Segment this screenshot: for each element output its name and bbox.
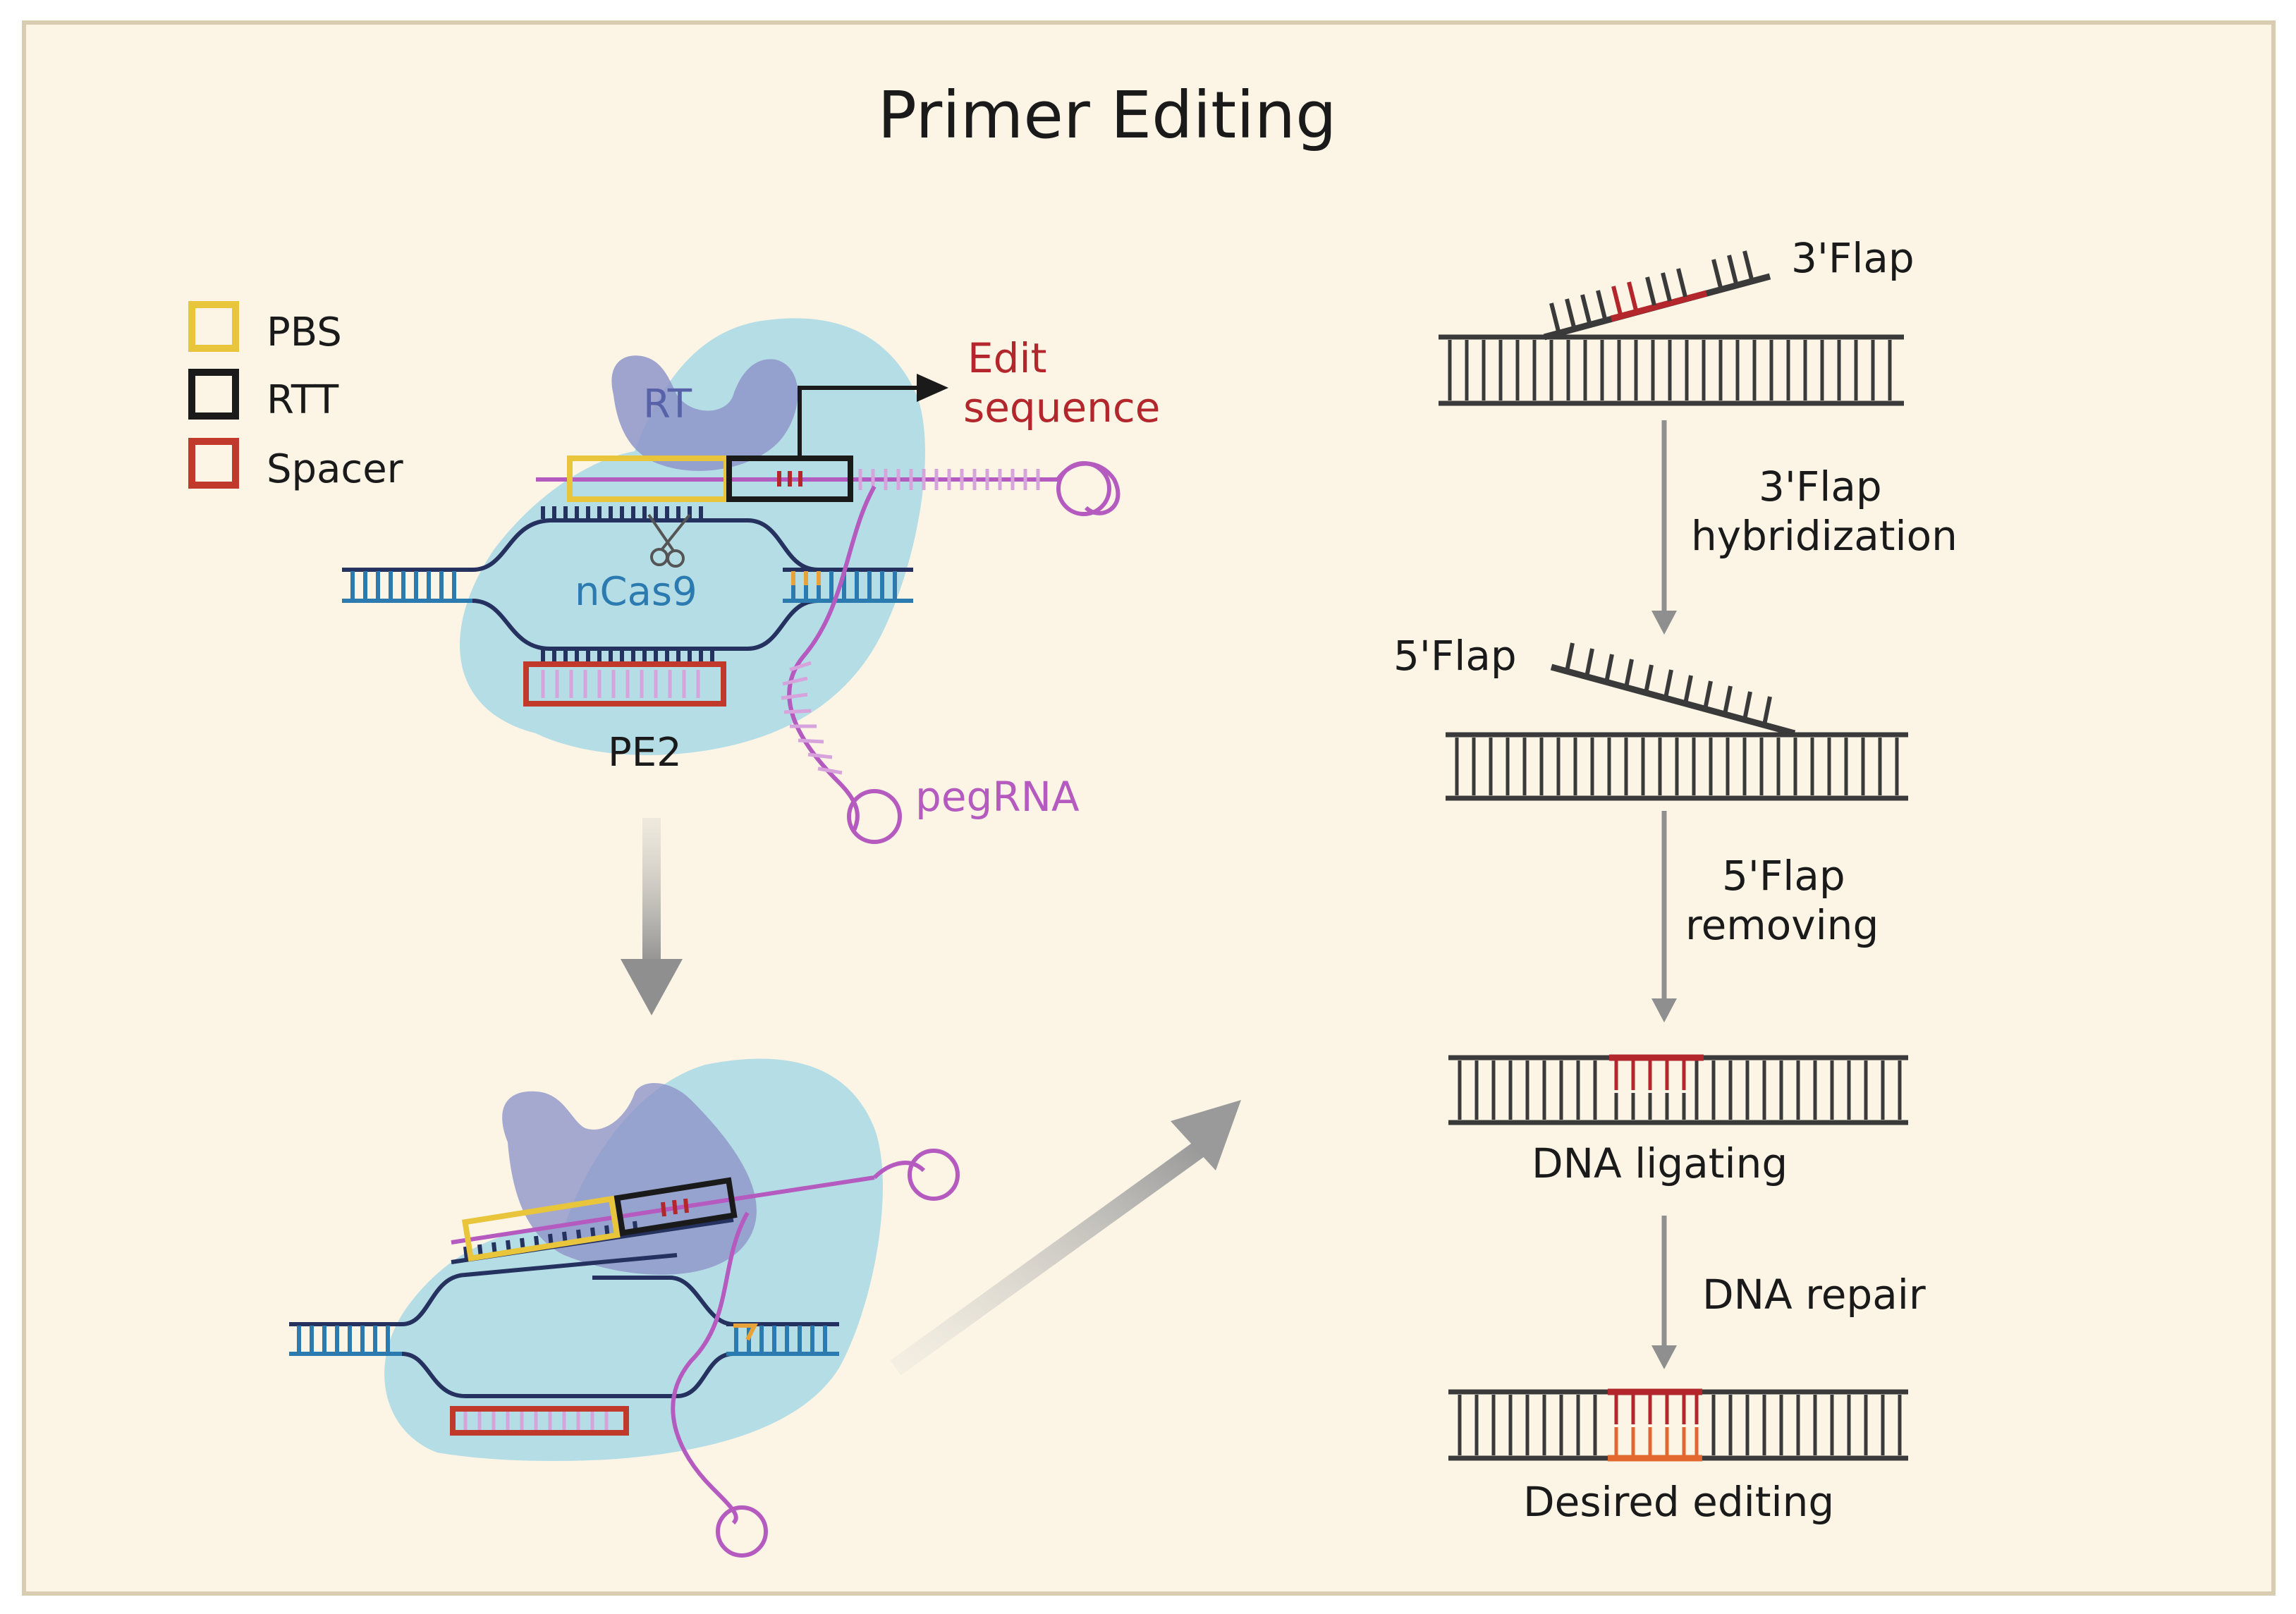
spacer-ticks xyxy=(541,670,700,698)
edit-ticks-2 xyxy=(661,1198,689,1217)
edit-ticks-top xyxy=(777,471,802,487)
dna-right-duplex xyxy=(783,568,913,603)
edit-sequence-label-line2: sequence xyxy=(963,384,1161,432)
pegrna-label: pegRNA xyxy=(915,773,1080,821)
dna-bubble xyxy=(472,518,819,651)
rt-label: RT xyxy=(643,381,692,427)
step-ligating: DNA ligating xyxy=(1448,1054,1908,1187)
flap5-label: 5'Flap xyxy=(1393,632,1517,680)
diagram-title: Primer Editing xyxy=(878,78,1337,153)
ncas9-shape xyxy=(460,318,925,755)
rtt-box-2 xyxy=(613,1177,738,1237)
legend-swatch-rtt xyxy=(188,369,239,420)
edit-pointer-arrowhead xyxy=(917,374,948,402)
pegrna-tail xyxy=(787,485,877,833)
plain-ticks-ligating xyxy=(1614,1093,1686,1120)
flap3-label: 3'Flap xyxy=(1791,234,1915,282)
pegrna-tail-ticks xyxy=(781,661,843,775)
rtt-box xyxy=(726,456,853,502)
step-arrow-1 xyxy=(1651,420,1677,635)
step-desired: Desired editing xyxy=(1448,1388,1908,1526)
pegrna-hairpin-ticks xyxy=(858,469,1040,490)
pegrna-loop-right xyxy=(1056,461,1111,516)
pbs-box-2 xyxy=(461,1195,621,1262)
ligating-label: DNA ligating xyxy=(1532,1139,1788,1187)
big-down-arrow xyxy=(621,818,683,1015)
dna-left-duplex-2 xyxy=(289,1322,402,1356)
edit-ticks-ligating xyxy=(1614,1060,1686,1090)
legend-label-spacer: Spacer xyxy=(267,446,404,492)
pe2-complex: RT xyxy=(342,318,1161,844)
edit-ticks-desired-bottom xyxy=(1614,1427,1699,1455)
dna-right-duplex-2 xyxy=(726,1322,839,1356)
panel-background xyxy=(22,20,2276,1596)
step-5flap: 5'Flap xyxy=(1393,632,1908,801)
spacer-ticks-2 xyxy=(463,1412,609,1430)
legend-swatch-spacer xyxy=(188,438,239,489)
legend: PBS RTT Spacer xyxy=(188,301,404,492)
hyb-label-line1: 3'Flap xyxy=(1759,463,1882,511)
ncas9-label: nCas9 xyxy=(575,569,697,615)
step-arrow-3 xyxy=(1651,1216,1677,1369)
pe2-complex-extended xyxy=(289,1058,960,1558)
duplex-2 xyxy=(1446,732,1908,801)
legend-label-rtt: RTT xyxy=(267,377,339,423)
legend-label-pbs: PBS xyxy=(267,310,342,355)
pegrna-loop-bottom xyxy=(847,789,902,844)
dna-bubble-2 xyxy=(401,1253,734,1398)
legend-swatch-pbs xyxy=(188,301,239,352)
pegrna-loop-bottom-2 xyxy=(716,1505,768,1558)
edit-ticks-desired-top xyxy=(1614,1395,1699,1424)
edit-sequence-label-line1: Edit xyxy=(967,334,1046,382)
hyb-label-line2: hybridization xyxy=(1691,512,1958,560)
duplex-1 xyxy=(1439,334,1904,406)
spacer-box xyxy=(523,661,726,707)
dna-left-duplex xyxy=(342,568,472,603)
remove-label-line2: removing xyxy=(1685,901,1879,949)
flap-3prime xyxy=(1543,250,1771,341)
pegrna-loop-right-2 xyxy=(908,1149,960,1201)
flap-5prime xyxy=(1550,642,1796,737)
remove-label-line1: 5'Flap xyxy=(1722,852,1845,900)
diagonal-arrow xyxy=(890,1100,1241,1376)
top-strand-ticks xyxy=(541,506,703,519)
desired-label: Desired editing xyxy=(1523,1478,1834,1526)
bottom-strand-ticks xyxy=(541,650,714,663)
step-3flap: 3'Flap xyxy=(1439,234,1915,406)
scissors-icon xyxy=(647,513,691,568)
pegrna-tail-2 xyxy=(671,1211,750,1525)
spacer-box-2 xyxy=(450,1406,629,1436)
pe2-label: PE2 xyxy=(608,730,682,776)
step-arrow-2 xyxy=(1651,811,1677,1022)
repair-label: DNA repair xyxy=(1702,1271,1926,1319)
rt-shape xyxy=(611,355,798,471)
edit-pointer-arrow xyxy=(798,386,917,458)
